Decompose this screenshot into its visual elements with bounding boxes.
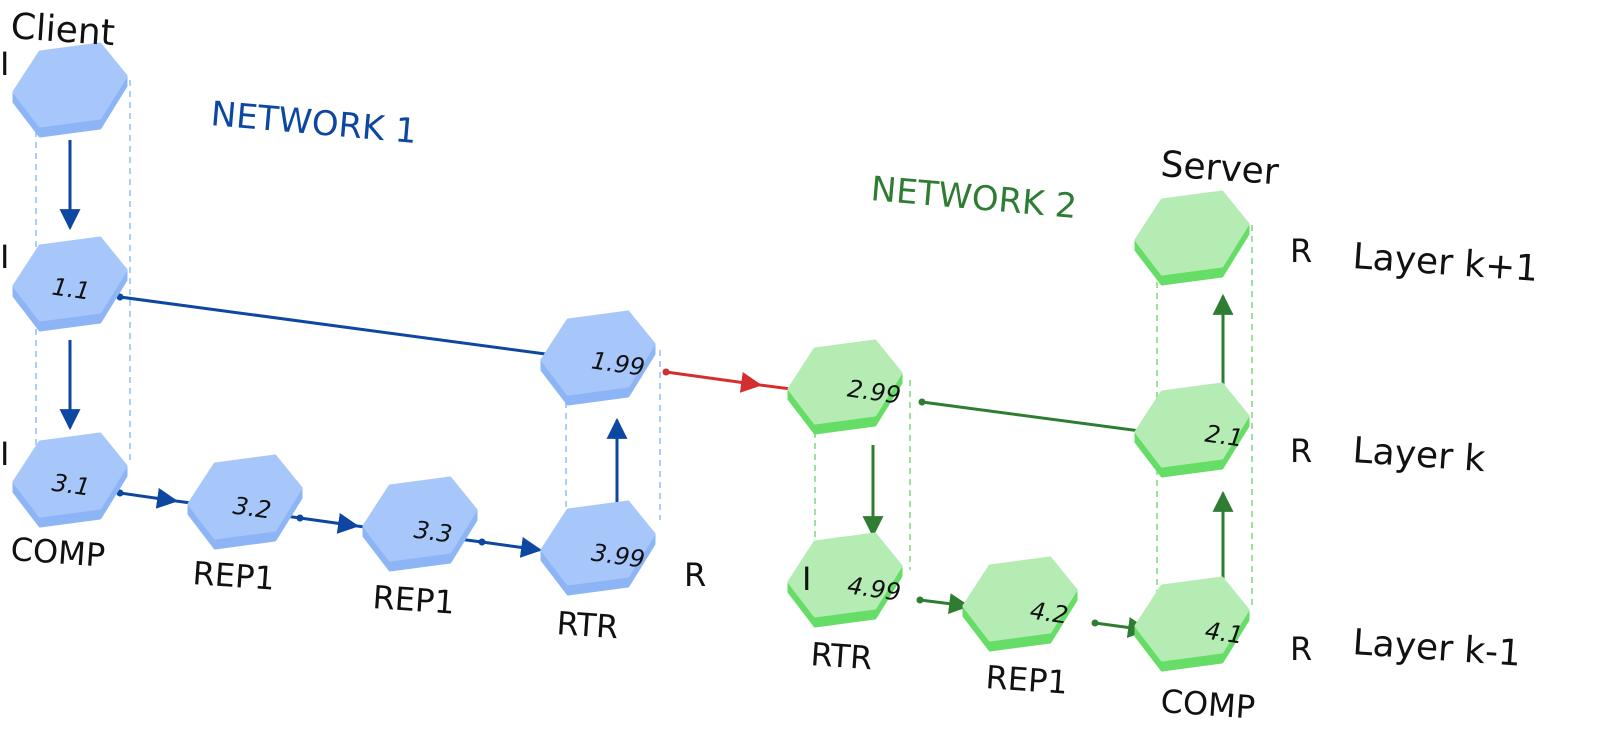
node-client [12, 42, 128, 138]
caption-3.2: REP1 [191, 554, 276, 598]
edge-3.3-to-3.99-arrow [481, 537, 543, 558]
layer-top-label: Layer k+1 [1351, 236, 1539, 290]
role-2.1: R [1290, 432, 1312, 470]
node-label-4.1: 4.1 [1203, 617, 1245, 650]
network2-label: NETWORK 2 [869, 169, 1078, 227]
node-2.1 [1134, 382, 1250, 478]
role-3.1: I [0, 435, 9, 473]
layer-bottom-label: Layer k-1 [1351, 622, 1522, 675]
caption-4.2: REP1 [984, 658, 1069, 702]
edge-3.1-to-3.2 [119, 487, 179, 509]
node-label-1.1: 1.1 [50, 273, 92, 306]
node-3.2 [187, 454, 303, 550]
role-3.99: R [684, 556, 706, 594]
node-captions: COMP REP1 REP1 RTR RTR REP1 COMP [9, 530, 1256, 726]
node-4.1 [1134, 576, 1250, 672]
network1-dots [116, 293, 486, 546]
edge-2.99-to-2.1 [921, 400, 1171, 437]
role-server: R [1290, 232, 1312, 270]
caption-3.99: RTR [555, 604, 619, 646]
node-2.99 [787, 339, 903, 435]
node-label-4.2: 4.2 [1028, 597, 1070, 630]
edge-1.1-to-1.99 [119, 295, 569, 359]
role-4.1: R [1290, 630, 1312, 668]
layer-mid-label: Layer k [1351, 430, 1486, 480]
node-1.99 [540, 310, 656, 406]
node-label-2.1: 2.1 [1203, 420, 1245, 453]
node-3.1 [12, 432, 128, 528]
node-3.99 [540, 500, 656, 596]
edge-3.2-to-3.3-arrow [299, 512, 360, 534]
nodes [12, 42, 1250, 672]
node-label-3.3: 3.3 [412, 516, 454, 549]
caption-3.3: REP1 [371, 578, 456, 622]
role-4.99: I [802, 560, 811, 598]
node-server [1134, 190, 1250, 286]
role-1.1: I [0, 238, 9, 276]
network1-edges [59, 140, 628, 558]
caption-4.1: COMP [1159, 682, 1256, 726]
role-client: I [0, 45, 9, 83]
node-label-3.2: 3.2 [231, 492, 273, 525]
node-1.1 [12, 236, 128, 332]
network1-guides [35, 80, 661, 525]
role-labels: I I I R I R R R [0, 45, 1312, 668]
caption-4.99: RTR [809, 635, 873, 677]
node-4.2 [962, 556, 1078, 652]
node-3.3 [362, 476, 478, 572]
server-title: Server [1159, 144, 1280, 193]
node-4.99 [787, 532, 903, 628]
network2-dots [916, 398, 1099, 627]
node-label-3.1: 3.1 [50, 469, 92, 502]
client-title: Client [9, 6, 116, 54]
edge-4.99-to-4.2 [919, 593, 971, 615]
network1-label: NETWORK 1 [209, 94, 418, 152]
caption-3.1: COMP [9, 530, 106, 574]
